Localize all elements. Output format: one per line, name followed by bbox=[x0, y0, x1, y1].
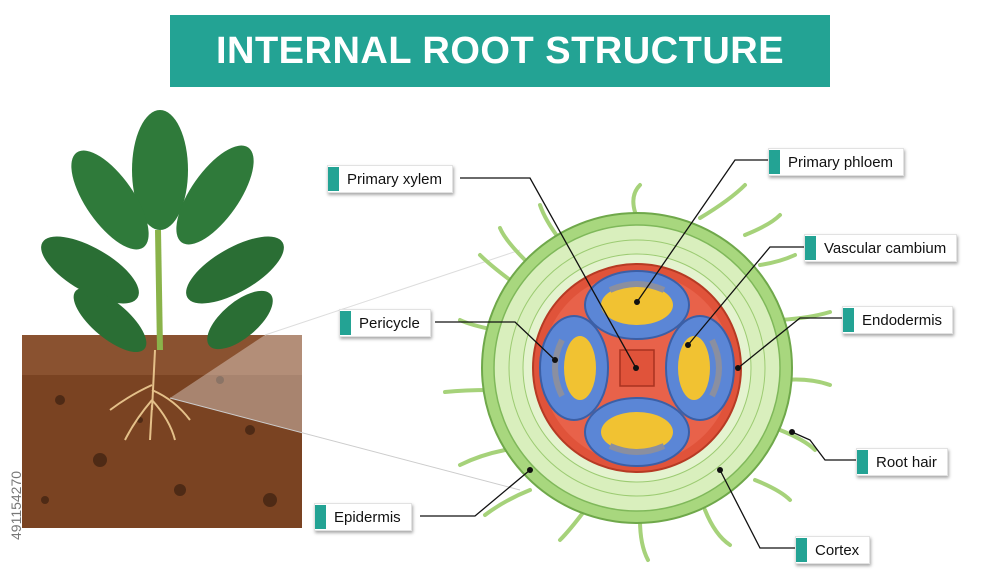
label-pericycle: Pericycle bbox=[339, 309, 431, 337]
page-title: INTERNAL ROOT STRUCTURE bbox=[215, 29, 785, 72]
leader-lines bbox=[420, 159, 858, 549]
label-tab bbox=[340, 311, 351, 335]
label-text: Epidermis bbox=[334, 508, 401, 526]
plant-leaves bbox=[41, 110, 284, 353]
label-tab bbox=[328, 167, 339, 191]
label-text: Vascular cambium bbox=[824, 239, 947, 257]
label-tab bbox=[805, 236, 816, 260]
label-cortex: Cortex bbox=[795, 536, 871, 564]
label-text: Cortex bbox=[815, 541, 860, 559]
label-vascular-cambium: Vascular cambium bbox=[804, 234, 958, 262]
label-text: Endodermis bbox=[862, 311, 943, 329]
label-tab bbox=[315, 505, 326, 529]
label-tab bbox=[796, 538, 807, 562]
stock-id-watermark: 491154270 bbox=[8, 470, 24, 540]
label-text: Pericycle bbox=[359, 314, 420, 332]
label-tab bbox=[857, 450, 868, 474]
label-tab bbox=[843, 308, 854, 332]
label-text: Root hair bbox=[876, 453, 937, 471]
label-primary-xylem: Primary xylem bbox=[327, 165, 454, 193]
label-root-hair: Root hair bbox=[856, 448, 948, 476]
label-endodermis: Endodermis bbox=[842, 306, 954, 334]
label-text: Primary phloem bbox=[788, 153, 894, 171]
label-text: Primary xylem bbox=[347, 170, 443, 188]
root-cross-section bbox=[443, 183, 832, 562]
label-primary-phloem: Primary phloem bbox=[768, 148, 905, 176]
plant-roots bbox=[109, 349, 191, 441]
zoom-projection bbox=[169, 249, 521, 491]
label-tab bbox=[769, 150, 780, 174]
title-banner: INTERNAL ROOT STRUCTURE bbox=[170, 15, 830, 87]
leader-dots bbox=[527, 299, 795, 473]
label-epidermis: Epidermis bbox=[314, 503, 412, 531]
soil-block bbox=[22, 335, 302, 528]
